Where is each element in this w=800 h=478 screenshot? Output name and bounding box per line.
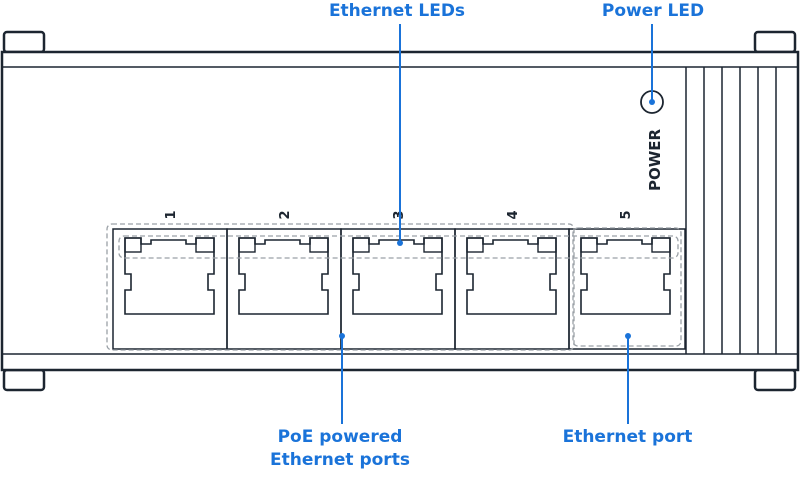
ethernet-led (238, 237, 256, 253)
port-number-1: 1 (164, 210, 179, 219)
mount-tab-top-left (2, 30, 46, 54)
ethernet-led (580, 237, 598, 253)
rj45-socket-3 (352, 237, 443, 315)
highlight-outlines (106, 223, 682, 351)
ethernet-led (352, 237, 370, 253)
poe-ports-callout-line-1: PoE powered (277, 427, 403, 447)
ethernet-led (537, 237, 557, 253)
ethernet-led (466, 237, 484, 253)
leader-dot-ethernet-leds (397, 240, 403, 246)
leader-lines (339, 24, 655, 424)
mounting-tabs (2, 30, 797, 392)
ethernet-led (124, 237, 142, 253)
rj45-socket-1 (124, 237, 215, 315)
poe-ports-callout-line-2: Ethernet ports (270, 450, 410, 470)
ethernet-led (195, 237, 215, 253)
ethernet-port-callout: Ethernet port (562, 427, 693, 447)
ethernet-leds (124, 237, 671, 253)
ethernet-led (309, 237, 329, 253)
rj45-sockets (124, 237, 671, 315)
rj45-socket-4 (466, 237, 557, 315)
ethernet-led (423, 237, 443, 253)
rj45-socket-5 (580, 237, 671, 315)
heat-sink-fins (685, 67, 777, 354)
leader-dot-ethernet-port (625, 333, 631, 339)
port-frame (112, 228, 686, 350)
ethernet-port-outline (572, 227, 682, 347)
mount-tab-top-right (753, 30, 797, 54)
poe-ports-callout: PoE powered Ethernet ports (240, 426, 440, 472)
power-led-callout: Power LED (601, 1, 705, 21)
port-number-2: 2 (278, 210, 293, 219)
mount-tab-bottom-left (2, 368, 46, 392)
leader-dot-power-led (649, 99, 655, 105)
poe-ports-outline (106, 223, 575, 351)
ethernet-leds-callout: Ethernet LEDs (328, 1, 466, 21)
power-label: POWER (646, 129, 664, 192)
port-number-5: 5 (619, 210, 634, 219)
mount-tab-bottom-right (753, 368, 797, 392)
port-number-4: 4 (506, 210, 521, 219)
ethernet-led (651, 237, 671, 253)
ethernet-leds-outline (118, 235, 679, 259)
leader-dot-poe-ports (339, 333, 345, 339)
rj45-socket-2 (238, 237, 329, 315)
